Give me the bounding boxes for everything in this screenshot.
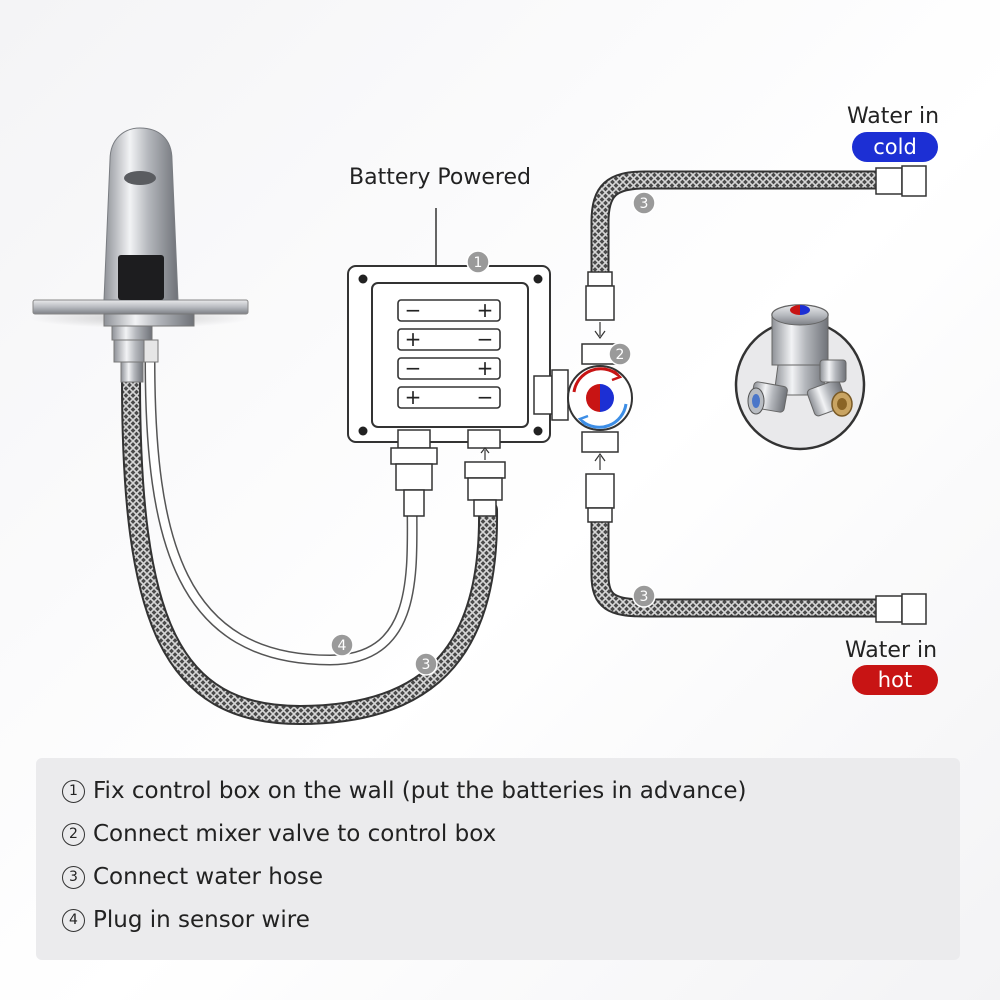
faucet-hose [121, 370, 499, 726]
callout-mixer-valve: 2 [608, 342, 632, 366]
callout-number: 3 [422, 657, 431, 673]
faucet-icon [30, 127, 250, 383]
battery-cell-icon: +− [397, 385, 501, 409]
step-number: 3 [62, 866, 85, 889]
sensor-wire-icon [144, 354, 418, 666]
battery-cell-icon: −+ [397, 298, 501, 322]
step-text: Connect water hose [93, 864, 324, 890]
callout-number: 1 [474, 255, 483, 271]
step-number: 1 [62, 780, 85, 803]
callout-cold-hose: 3 [632, 191, 656, 215]
callout-hot-hose: 3 [632, 584, 656, 608]
callout-number: 2 [616, 347, 625, 363]
callout-number: 4 [338, 638, 347, 654]
valve-photo-icon [734, 304, 866, 451]
step-text: Connect mixer valve to control box [93, 821, 497, 847]
battery-cell-icon: +− [397, 327, 501, 351]
battery-polarity-label: − [405, 298, 422, 322]
callout-faucet-hose: 3 [414, 652, 438, 676]
callout-number: 3 [640, 589, 649, 605]
water-in-cold-label: Water in [846, 104, 940, 129]
step-4: 4 Plug in sensor wire [62, 899, 960, 942]
step-text: Plug in sensor wire [93, 907, 310, 933]
mixer-valve-icon [567, 343, 633, 453]
battery-polarity-label: + [405, 327, 422, 351]
hot-badge: hot [852, 665, 938, 695]
battery-polarity-label: − [477, 327, 494, 351]
water-in-hot-label: Water in [844, 638, 938, 663]
battery-polarity-label: − [477, 385, 494, 409]
callout-control-box: 1 [466, 250, 490, 274]
step-2: 2 Connect mixer valve to control box [62, 813, 960, 856]
battery-powered-label: Battery Powered [349, 165, 531, 190]
cold-badge: cold [852, 132, 938, 162]
installation-diagram: −++−−++− [30, 127, 927, 726]
battery-polarity-label: + [405, 385, 422, 409]
step-number: 2 [62, 823, 85, 846]
step-3: 3 Connect water hose [62, 856, 960, 899]
control-box-icon: −++−−++− [347, 208, 569, 517]
step-text: Fix control box on the wall (put the bat… [93, 778, 747, 804]
step-1: 1 Fix control box on the wall (put the b… [62, 770, 960, 813]
callout-number: 3 [640, 196, 649, 212]
callout-sensor-wire: 4 [330, 633, 354, 657]
hot-hose [585, 452, 927, 625]
battery-polarity-label: − [405, 356, 422, 380]
battery-cell-icon: −+ [397, 356, 501, 380]
step-number: 4 [62, 909, 85, 932]
battery-polarity-label: + [477, 298, 494, 322]
battery-polarity-label: + [477, 356, 494, 380]
installation-steps-panel: 1 Fix control box on the wall (put the b… [36, 758, 960, 960]
cold-hose [585, 165, 927, 340]
steps-list: 1 Fix control box on the wall (put the b… [36, 758, 960, 942]
